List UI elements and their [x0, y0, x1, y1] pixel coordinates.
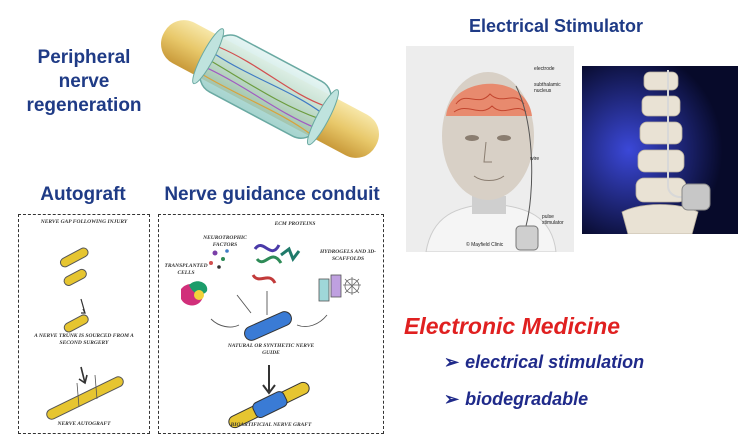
- hydrogel-scaffold: [318, 274, 361, 302]
- bullet-electrical-stimulation: ➢electrical stimulation: [444, 352, 644, 373]
- spine-svg: [582, 66, 738, 234]
- label-subthalamic: subthalamic nucleus: [534, 82, 561, 94]
- label-electrode: electrode: [534, 66, 555, 72]
- deep-brain-stimulator-image: electrode subthalamic nucleus wire pulse…: [406, 46, 574, 252]
- spinal-stimulator-image: [582, 66, 738, 234]
- electronic-medicine-heading: Electronic Medicine: [404, 313, 621, 339]
- bioartificial-graft: [228, 381, 310, 429]
- bullet-arrow-icon: ➢: [444, 389, 460, 409]
- label-credit: © Mayfield Clinic: [466, 242, 504, 248]
- ecm-proteins: [251, 244, 301, 284]
- conduit-svg: [161, 20, 379, 158]
- ngc-arrows: [210, 291, 328, 328]
- label-hydrogels: Hydrogels and 3D-Scaffolds: [319, 249, 377, 262]
- autograft-label-source: A nerve trunk is Sourced From A Second S…: [34, 333, 134, 346]
- synthetic-guide: [244, 311, 292, 341]
- bullet-text: biodegradable: [465, 389, 589, 409]
- label-transplanted: Transplanted Cells: [164, 263, 208, 276]
- electrical-stimulator-title: Electrical Stimulator: [468, 16, 644, 36]
- dbs-svg: [406, 46, 574, 252]
- autograft-label-gap: Nerve Gap Following Injury: [40, 219, 128, 225]
- nerve-conduit-illustration: [160, 14, 380, 164]
- ngc-title: Nerve guidance conduit: [164, 184, 380, 205]
- label-ecm: ECM Proteins: [274, 221, 316, 227]
- bullet-text: electrical stimulation: [465, 352, 645, 372]
- label-graft: Bioartificial Nerve Graft: [230, 422, 312, 428]
- nerve-gap-segments: [59, 247, 89, 286]
- label-wire: wire: [530, 156, 540, 162]
- bullet-biodegradable: ➢biodegradable: [444, 389, 588, 410]
- autograft-diagram: [46, 247, 124, 420]
- ngc-diagram: [181, 244, 361, 429]
- label-neurotrophic: Neurotrophic Factors: [203, 235, 247, 248]
- label-pulse: pulse stimulator: [542, 214, 564, 226]
- bullet-arrow-icon: ➢: [444, 352, 460, 372]
- ngc-panel: Neurotrophic Factors ECM Proteins Transp…: [158, 214, 384, 434]
- autograft-label-result: Nerve Autograft: [57, 421, 111, 427]
- transplanted-cells: [181, 281, 208, 306]
- peripheral-nerve-title: Peripheral nerve regeneration: [26, 47, 142, 116]
- autograft-title: Autograft: [40, 184, 126, 205]
- neurotrophic-dots: [209, 249, 229, 269]
- label-guide: Natural or Synthetic Nerve Guide: [227, 343, 315, 356]
- autograft-panel: Nerve Gap Following Injury A nerve trunk…: [18, 214, 150, 434]
- vertebrae: [621, 71, 699, 234]
